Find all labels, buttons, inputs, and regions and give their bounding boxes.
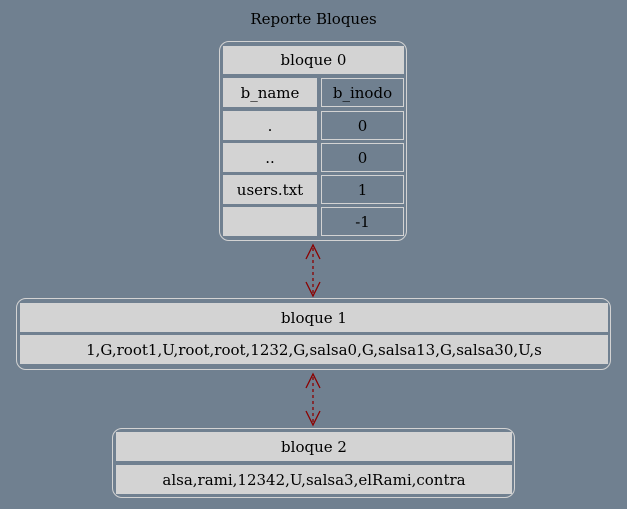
block-2-content: alsa,rami,12342,U,salsa3,elRami,contra [116, 465, 512, 494]
block-2-node: bloque 2 alsa,rami,12342,U,salsa3,elRami… [112, 428, 515, 498]
block-0-header: bloque 0 [223, 46, 404, 74]
block-0-row-0-name: . [223, 111, 317, 140]
block-1-header: bloque 1 [20, 303, 608, 332]
block-1-node: bloque 1 1,G,root1,U,root,root,1232,G,sa… [16, 298, 611, 370]
edge-block-0-block-1 [305, 243, 321, 298]
block-0-row-1-name: .. [223, 143, 317, 172]
block-0-row-3-name [223, 207, 317, 236]
block-1-content: 1,G,root1,U,root,root,1232,G,salsa0,G,sa… [20, 335, 608, 364]
block-0-node: bloque 0 b_name b_inodo . 0 .. 0 users.t… [219, 41, 407, 241]
block-0-col-inodo: b_inodo [321, 78, 404, 107]
edge-block-1-block-2 [305, 372, 321, 427]
report-title: Reporte Bloques [250, 10, 377, 28]
block-0-row-2-inodo: 1 [321, 175, 404, 204]
block-0-row-2-name: users.txt [223, 175, 317, 204]
block-2-header: bloque 2 [116, 432, 512, 461]
block-0-row-0-inodo: 0 [321, 111, 404, 140]
block-0-col-name: b_name [223, 78, 317, 107]
block-0-row-1-inodo: 0 [321, 143, 404, 172]
block-0-row-3-inodo: -1 [321, 207, 404, 236]
